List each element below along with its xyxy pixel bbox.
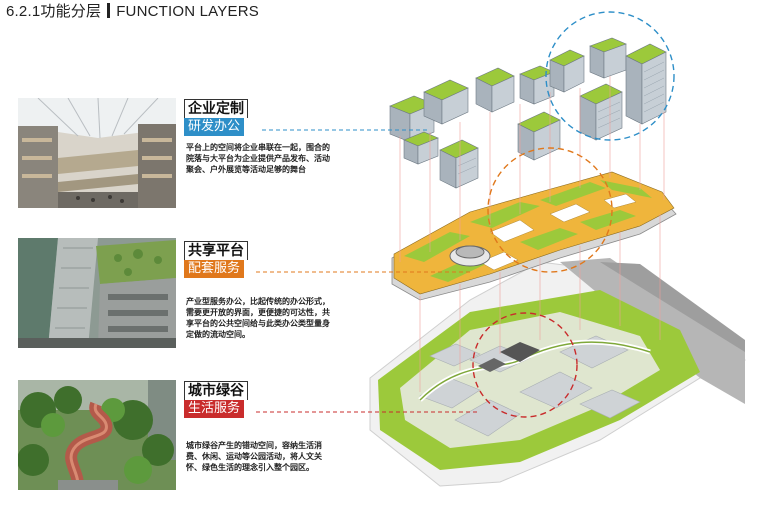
title-cn: 功能分层 xyxy=(40,3,102,20)
layer-tag-shared-platform: 共享平台 配套服务 xyxy=(184,241,248,278)
page-title: 6.2.1功能分层 FUNCTION LAYERS xyxy=(6,0,259,21)
layer-description-enterprise: 平台上的空间将企业串联在一起，围合的院落与大平台为企业提供产品发布、活动聚会、户… xyxy=(186,142,330,174)
highlight-circle-orange xyxy=(487,147,613,273)
layer-name: 城市绿谷 xyxy=(184,381,248,400)
layer-tag-urban-valley: 城市绿谷 生活服务 xyxy=(184,381,248,418)
photo-garden-path xyxy=(18,380,176,490)
building-layer xyxy=(389,37,667,189)
title-divider xyxy=(107,3,111,18)
photo-atrium-interior xyxy=(18,98,176,208)
layer-name: 共享平台 xyxy=(184,241,248,260)
layer-label: 配套服务 xyxy=(184,260,245,278)
layer-label: 生活服务 xyxy=(184,400,245,418)
layer-name: 企业定制 xyxy=(184,99,248,118)
photo-green-roof-aerial xyxy=(18,238,176,348)
layer-tag-enterprise: 企业定制 研发办公 xyxy=(184,99,248,136)
connector-lines xyxy=(399,76,665,392)
title-number: 6.2.1 xyxy=(6,3,41,20)
layer-description-shared-platform: 产业型服务办公，比起传统的办公形式，需要更开放的界面，更便捷的可达性，共享平台的… xyxy=(186,296,330,339)
layer-label: 研发办公 xyxy=(184,118,245,136)
ground-layer xyxy=(369,258,746,487)
layer-description-urban-valley: 城市绿谷产生的错动空间，容纳生活消费、休闲、运动等公园活动，将人文关怀、绿色生活… xyxy=(186,440,322,472)
highlight-circle-blue xyxy=(545,11,675,141)
title-en: FUNCTION LAYERS xyxy=(116,3,259,20)
highlight-circle-red xyxy=(472,312,578,418)
